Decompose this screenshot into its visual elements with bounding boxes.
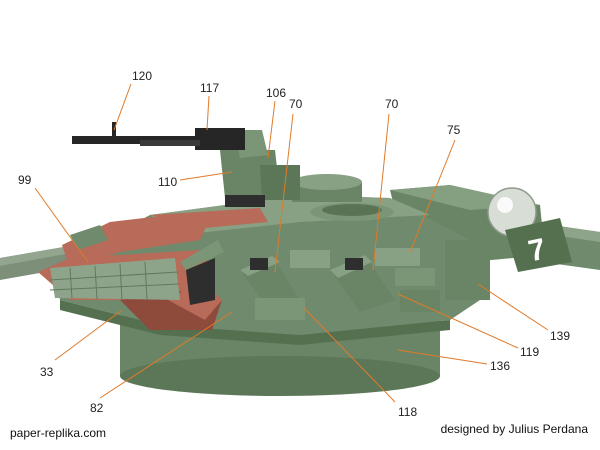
- leader-139: [477, 283, 549, 331]
- leader-117: [206, 95, 210, 131]
- designer-credit: designed by Julius Perdana: [441, 422, 589, 436]
- leader-75: [409, 139, 456, 253]
- turret-number: 7: [526, 233, 549, 269]
- label-70a: 70: [289, 97, 303, 111]
- leader-70b: [372, 113, 390, 271]
- leader-lines: [34, 83, 549, 403]
- label-139: 139: [550, 329, 570, 343]
- machine-gun-mount: [220, 130, 300, 207]
- commander-cupola: [292, 174, 394, 221]
- front-armor-bricks: [49, 240, 224, 305]
- leader-99: [34, 187, 89, 263]
- label-33: 33: [40, 365, 54, 379]
- leader-106: [267, 100, 276, 159]
- site-credit: paper-replika.com: [10, 426, 106, 440]
- leader-118: [303, 307, 396, 403]
- smoke-launchers: [240, 240, 490, 320]
- sensor-dome: [487, 187, 537, 237]
- leader-70a: [274, 113, 294, 273]
- label-75: 75: [447, 123, 461, 137]
- label-136: 136: [490, 359, 510, 373]
- leader-33: [54, 309, 123, 361]
- label-106: 106: [266, 86, 286, 100]
- label-119: 119: [520, 345, 539, 359]
- machine-gun: [72, 122, 245, 150]
- label-99: 99: [18, 173, 32, 187]
- turret-number-plate: 7: [505, 218, 572, 272]
- label-117: 117: [200, 81, 219, 95]
- part-labels: 120 117 106 70 70 75 99 110 139 119 136 …: [18, 69, 570, 419]
- leader-82: [99, 311, 233, 399]
- leader-136: [397, 349, 488, 365]
- label-82: 82: [90, 401, 104, 415]
- label-110: 110: [158, 175, 177, 189]
- leader-110: [179, 171, 233, 181]
- label-118: 118: [398, 405, 417, 419]
- label-120: 120: [132, 69, 152, 83]
- leader-119: [397, 293, 519, 349]
- label-70b: 70: [385, 97, 399, 111]
- leader-120: [113, 83, 132, 131]
